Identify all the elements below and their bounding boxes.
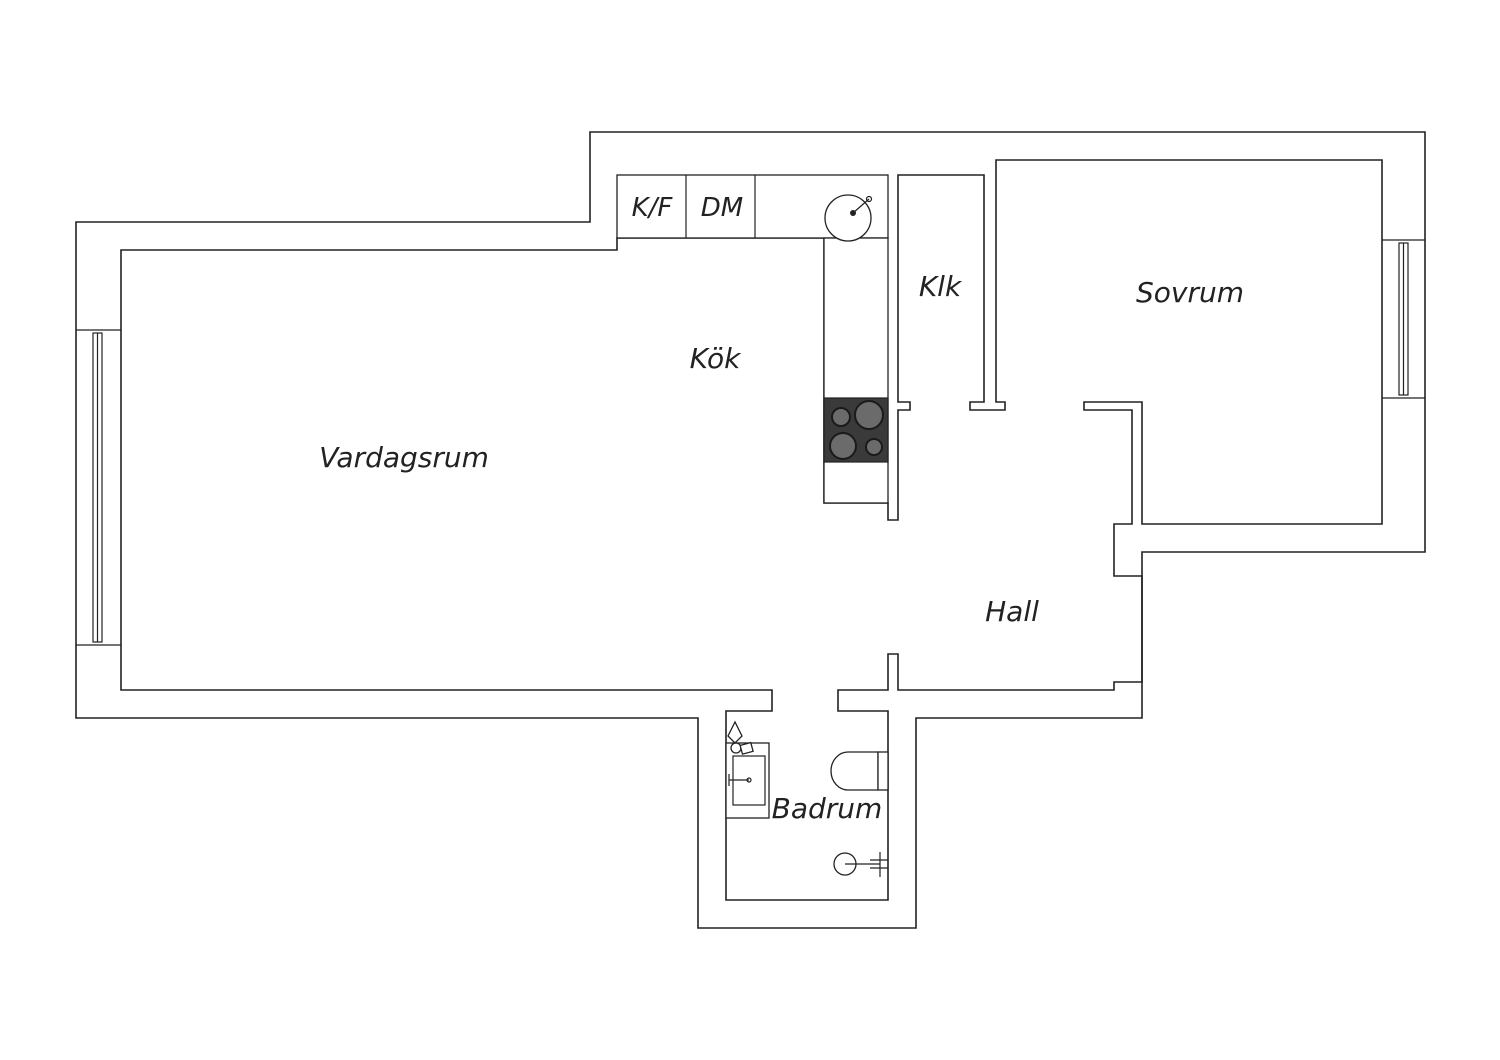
washbasin-icon: [725, 720, 770, 819]
room-label-vardagsrum: Vardagsrum: [319, 441, 489, 474]
inner-wall-living: [120, 159, 1383, 901]
room-label-kok: Kök: [690, 342, 742, 375]
hob-icon: [823, 397, 889, 463]
dishwasher-label: DM: [701, 193, 743, 223]
room-label-sovrum: Sovrum: [1136, 276, 1244, 309]
room-label-hall: Hall: [985, 595, 1039, 628]
toilet-icon: [830, 751, 889, 791]
fridge-freezer-label: K/F: [632, 193, 674, 223]
outer-wall: [75, 131, 1426, 929]
room-label-klk: Klk: [919, 270, 963, 303]
kitchen-counter-side: [823, 237, 889, 504]
window-icon: [1382, 239, 1425, 399]
room-label-badrum: Badrum: [772, 792, 883, 825]
sink-icon: [824, 194, 873, 242]
shower-icon: [833, 852, 888, 877]
window-icon: [76, 329, 121, 646]
